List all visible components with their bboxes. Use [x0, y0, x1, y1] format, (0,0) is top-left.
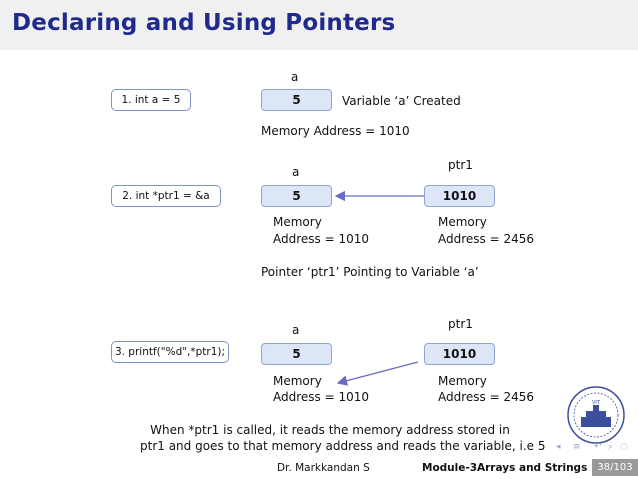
- row3-ptr-box: 1010: [424, 343, 495, 365]
- slide-title: Declaring and Using Pointers: [12, 10, 396, 36]
- row2-ptr-box: 1010: [424, 185, 495, 207]
- step-1-code: 1. int a = 5: [111, 89, 191, 111]
- row2-caption: Pointer ‘ptr1’ Pointing to Variable ‘a’: [261, 265, 479, 279]
- footer-module-title: Arrays and Strings: [477, 462, 588, 474]
- row3-ptr-mem-2: Address = 2456: [438, 390, 535, 404]
- institution-logo: VIT: [567, 386, 625, 444]
- step-2-code: 2. int *ptr1 = &a: [111, 185, 221, 207]
- row2-var-name: a: [292, 165, 300, 179]
- row1-var-box: 5: [261, 89, 332, 111]
- nav-section-icon[interactable]: ≡: [573, 442, 581, 452]
- row3-var-box: 5: [261, 343, 332, 365]
- page-number-text: 38/103: [597, 462, 633, 473]
- nav-zoom-icon[interactable]: ◌: [620, 442, 628, 452]
- footer-author: Dr. Markkandan S: [277, 462, 370, 474]
- row1-address: Memory Address = 1010: [261, 124, 410, 138]
- row2-ptr-mem-2: Address = 2456: [438, 232, 535, 246]
- row1-var-name: a: [291, 70, 299, 84]
- row3-var-name: a: [292, 323, 300, 337]
- row3-ptr-value: 1010: [442, 347, 477, 361]
- step-3-code: 3. printf("%d",*ptr1);: [111, 341, 229, 363]
- nav-search-icon[interactable]: ⌕: [608, 442, 614, 452]
- row3-ptr-mem-1: Memory: [438, 374, 487, 388]
- row2-var-mem-2: Address = 1010: [273, 232, 370, 246]
- title-bar: Declaring and Using Pointers: [0, 0, 638, 50]
- footer-module: Module-3: [422, 462, 478, 474]
- row1-var-value: 5: [292, 93, 301, 107]
- row3-var-mem-1: Memory: [273, 374, 322, 388]
- explanation-line-2: ptr1 and goes to that memory address and…: [140, 439, 546, 453]
- row2-ptr-value: 1010: [442, 189, 477, 203]
- page-number: 38/103: [592, 459, 638, 476]
- row3-var-mem-2: Address = 1010: [273, 390, 370, 404]
- arrow-deref: [336, 361, 419, 386]
- nav-back-icon[interactable]: ↶: [594, 442, 602, 452]
- row2-var-box: 5: [261, 185, 332, 207]
- row2-ptr-name: ptr1: [448, 158, 473, 172]
- nav-prev-icon[interactable]: ◂: [556, 442, 561, 452]
- row3-ptr-name: ptr1: [448, 317, 473, 331]
- row2-var-value: 5: [292, 189, 301, 203]
- logo-text: VIT: [592, 400, 601, 406]
- row3-var-value: 5: [292, 347, 301, 361]
- row1-note: Variable ‘a’ Created: [342, 94, 461, 108]
- row2-var-mem-1: Memory: [273, 215, 322, 229]
- explanation-line-1: When *ptr1 is called, it reads the memor…: [150, 423, 510, 437]
- row2-ptr-mem-1: Memory: [438, 215, 487, 229]
